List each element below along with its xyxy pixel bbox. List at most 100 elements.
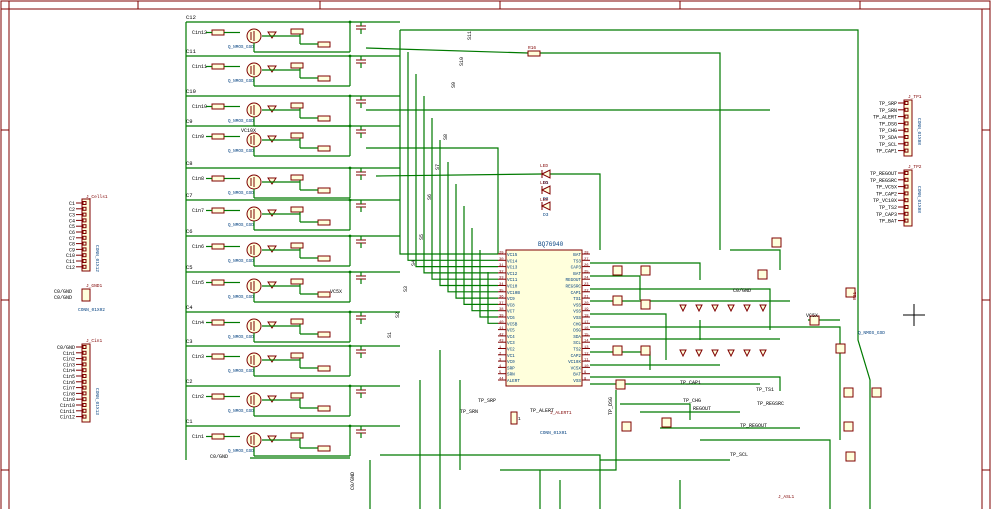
connector-pin-pad (82, 391, 87, 396)
ic-pin-number: 36 (499, 296, 504, 300)
wire (463, 206, 498, 305)
stage-node-label: C1 (186, 418, 193, 425)
connector-cells-net[interactable]: J_Cells1 CONN_01X12 C1C2C3C4C5C6C7C8C9C1… (66, 194, 108, 272)
connector-pin-label: TP_SCL (879, 142, 897, 148)
connector-alert[interactable]: J_ALERT1 CONN_01X01 1 (510, 410, 572, 436)
stage-resistor (211, 353, 225, 360)
wire (620, 403, 691, 420)
connector-ref: J_TP1 (908, 94, 922, 100)
bq76940-ic[interactable]: BQ76940 VC1529VC1430VC1331VC1232VC1133VC… (498, 241, 590, 387)
resistor-r21 (845, 287, 856, 298)
connector-pin-label: Cin7 (63, 386, 75, 392)
stage-zener (267, 177, 277, 185)
led-ref: D1 (543, 180, 549, 186)
led-ref: D2 (543, 196, 549, 202)
connector-pin-label: TP_REGOUT (870, 171, 897, 177)
net-label-s8: S8 (443, 134, 449, 140)
connector-tp-top[interactable]: J_TP1 CONN_01X08 TP_SRPTP_SRNTP_ALERTTP_… (873, 94, 922, 157)
connector-pin-pad (82, 356, 87, 361)
connector-pin-label: TP_VC5X (876, 185, 897, 191)
tp-cap1-label: TP_CAP1 (680, 380, 701, 386)
ic-pin-label: VC6 (507, 316, 515, 321)
ic-pin-number: 12 (584, 352, 589, 356)
connector-ref: J_TP2 (908, 164, 922, 170)
connector-cells-in[interactable]: J_Cin1 CONN_01X13 C0/GNDCin1Cin2Cin3Cin4… (57, 338, 103, 423)
ic-pin-number: 30 (499, 258, 504, 262)
ic-pin-number: 33 (499, 277, 504, 281)
stage-resistor-b (290, 28, 304, 35)
net-label-s11: S11 (467, 31, 473, 40)
ic-pin-label: VC10 (507, 285, 518, 290)
ic-pin-number: 23 (584, 283, 589, 287)
stage-resistor-b (290, 62, 304, 69)
junction (348, 166, 352, 170)
ic-pin-label: VC9 (507, 297, 515, 302)
led-indicator (743, 349, 751, 358)
connector-gnd[interactable]: J_GND1 CONN_01X02 C0/GND C0/GND (54, 283, 105, 313)
gnd-pin-2: C0/GND (54, 295, 72, 301)
ic-pin-label: VSS (573, 379, 581, 384)
stage-cin-label: Cin5 (192, 280, 204, 286)
led-d2: LED D2 (540, 180, 551, 202)
led-indicator (711, 304, 719, 313)
ic-pin-label: VSS (573, 316, 581, 321)
wire (415, 74, 498, 268)
junction (348, 198, 352, 202)
stage-fet-label: Q_NMOS_GSD (228, 119, 254, 124)
led-label: LED (540, 163, 548, 169)
connector-pin-pad (82, 230, 87, 234)
stage-cin-label: Cin12 (192, 30, 207, 36)
connector-pin-label: C12 (66, 265, 75, 271)
cap-c21 (640, 345, 651, 356)
ic-pin-number: 40 (499, 321, 504, 325)
ic-pin-number: 15 (584, 333, 589, 337)
stage-resistor-b (290, 174, 304, 181)
stage-resistor-b (290, 102, 304, 109)
connector-pin-label: TP_CAP2 (876, 191, 897, 197)
connector-pin-pad (82, 259, 87, 263)
ic-pin-number: 26 (584, 264, 589, 268)
ic-pin-label: BAT (573, 253, 581, 258)
net-label-s9: S9 (451, 82, 457, 88)
resistor-r19 (757, 269, 768, 280)
connector-tp-bottom[interactable]: J_TP2 CONN_01X08 TP_REGOUTTP_REGSRCTP_VC… (870, 164, 922, 227)
connector-pin-label: C9 (69, 247, 75, 253)
wire (407, 52, 498, 261)
ic-pin-number: 27 (584, 258, 589, 262)
wire (700, 439, 831, 509)
connector-name: CONN_01X13 (94, 388, 100, 415)
stage-resistor-b (290, 206, 304, 213)
connector-pin-pad (82, 218, 87, 223)
ic-pin-label: CAP3 (571, 266, 582, 271)
net-label-s1: S1 (387, 332, 393, 338)
connector-pin-pad (904, 121, 909, 126)
stage-resistor-c (317, 331, 331, 338)
c0-gnd-left-label: C0/GND (210, 454, 228, 460)
cap-c20 (640, 299, 651, 310)
led-indicator (679, 349, 687, 358)
r16-label: R16 (528, 45, 536, 51)
tp-srn-label: TP_SRN (460, 409, 478, 415)
stage-node-label: C7 (186, 192, 193, 199)
connector-ref: J_Cin1 (86, 338, 103, 344)
wire (365, 47, 529, 54)
led-d1: LED D1 (540, 163, 551, 186)
ic-pin-label: VC4 (507, 335, 515, 340)
stage-fet-label: Q_NMOS_GSD (228, 449, 254, 454)
stage-zener (267, 321, 277, 329)
connector-pin-pad (82, 247, 87, 252)
connector-pin-pad (82, 350, 87, 355)
connector-pins: TP_SRPTP_SRNTP_ALERTTP_DSGTP_CHGTP_SDATP… (873, 101, 909, 155)
connector-pin-label: Cin4 (63, 368, 75, 374)
net-label-s7: S7 (435, 164, 441, 170)
ic-pin-number: 10 (584, 365, 589, 369)
ic-pin-label: SCL (573, 341, 581, 346)
led-indicator (695, 349, 703, 358)
connector-pin-label: Cin3 (63, 362, 75, 368)
connector-pin-pad (904, 191, 909, 196)
